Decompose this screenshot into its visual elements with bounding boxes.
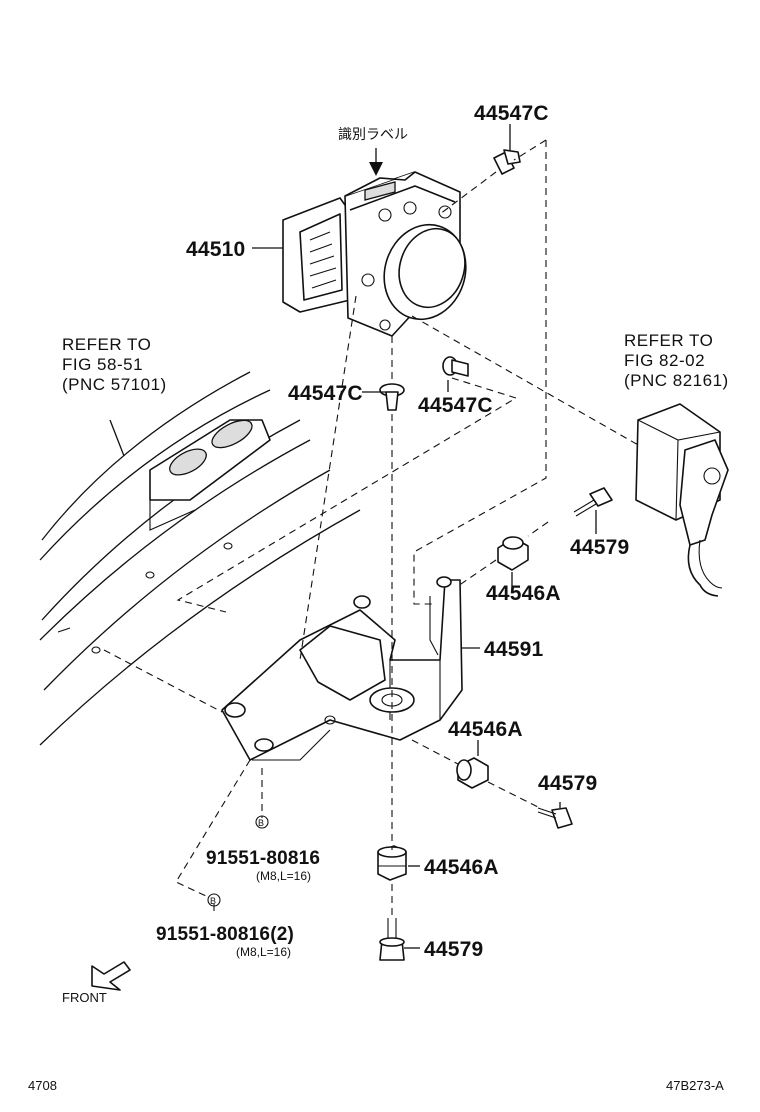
marker-b-1-text: B <box>258 818 264 828</box>
label-44579-b: 44579 <box>538 772 597 795</box>
cushion-44546a-a <box>497 536 529 571</box>
ref-right-line3: (PNC 82161) <box>624 371 729 390</box>
label-44579-a: 44579 <box>570 536 629 559</box>
figure-code: 47B273-A <box>666 1078 724 1093</box>
bolt-44579-b <box>537 807 573 829</box>
cushion-44546a-b <box>456 757 489 789</box>
label-44546a-a: 44546A <box>486 582 561 605</box>
label-44547c-right: 44547C <box>418 394 493 417</box>
bolt-44579-c <box>379 918 405 961</box>
label-44547c-left: 44547C <box>288 382 363 405</box>
label-44510: 44510 <box>186 238 245 261</box>
label-44591: 44591 <box>484 638 544 661</box>
leader-lines <box>252 124 597 949</box>
bracket <box>221 576 463 761</box>
marker-b-1: B <box>255 815 269 829</box>
grommet-44547c-top <box>493 149 521 175</box>
ref-left-line3: (PNC 57101) <box>62 375 167 394</box>
grommet-44547c-left <box>379 383 405 411</box>
id-label-caption: 識別ラベル <box>338 127 408 143</box>
ref-right-line2: FIG 82-02 <box>624 351 705 370</box>
label-bolt-b1-spec: (M8,L=16) <box>256 869 311 883</box>
ref-right-line1: REFER TO <box>624 331 713 350</box>
front-arrow <box>91 961 131 991</box>
label-44546a-c: 44546A <box>424 856 499 879</box>
bolt-44579-a <box>573 487 613 517</box>
label-bolt-b2-spec: (M8,L=16) <box>236 945 291 959</box>
label-front: FRONT <box>62 990 107 1005</box>
floor-panel <box>39 371 361 746</box>
page-number: 4708 <box>28 1078 57 1093</box>
ref-left-line2: FIG 58-51 <box>62 355 143 374</box>
label-44546a-b: 44546A <box>448 718 523 741</box>
label-bolt-b1: 91551-80816 <box>206 848 320 869</box>
label-bolt-b2: 91551-80816(2) <box>156 924 294 945</box>
assembly-lines <box>103 139 641 916</box>
ref-left-line1: REFER TO <box>62 335 151 354</box>
marker-b-2: B <box>207 893 221 907</box>
marker-b-2-text: B <box>210 896 216 906</box>
grommet-44547c-right <box>442 356 469 377</box>
label-44579-c: 44579 <box>424 938 483 961</box>
label-44547c-top: 44547C <box>474 102 549 125</box>
cushion-44546a-c <box>377 845 407 881</box>
abs-actuator <box>282 148 467 337</box>
ecu-module <box>635 403 729 597</box>
